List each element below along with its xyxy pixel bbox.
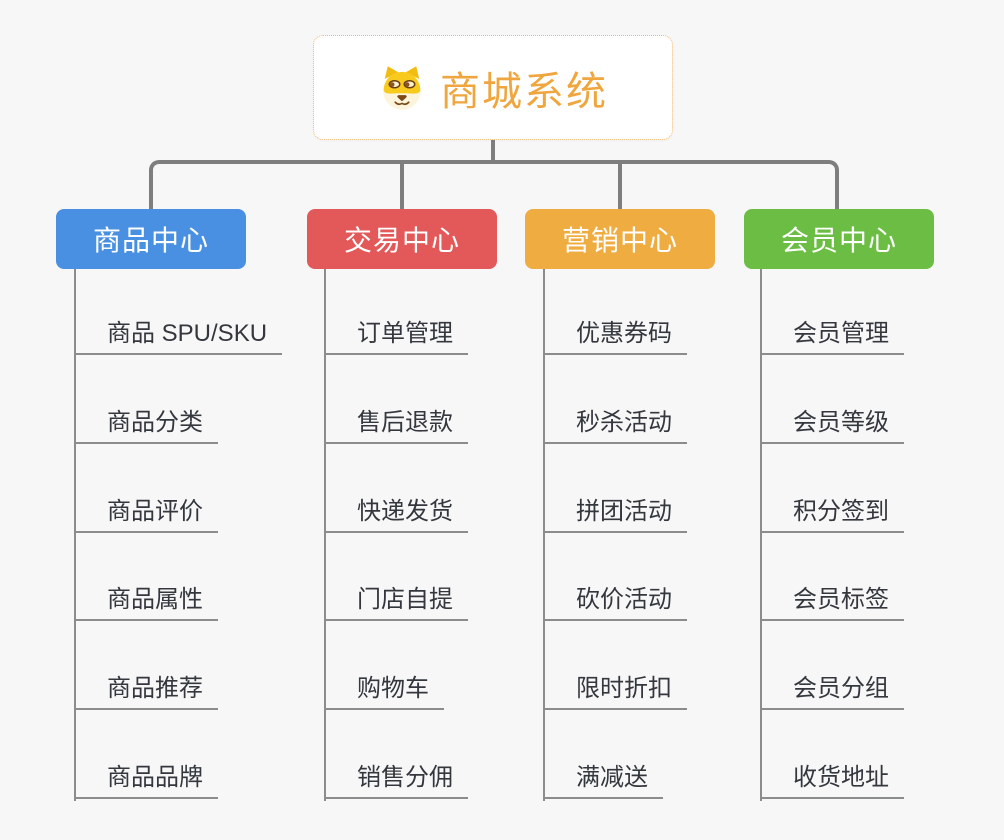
branch-line-trade: [324, 267, 326, 801]
shiba-dog-icon: [383, 65, 421, 110]
leaf-node[interactable]: 快递发货: [325, 489, 468, 533]
branch-node-marketing-center[interactable]: 营销中心: [525, 209, 715, 269]
connector-drop-marketing: [618, 162, 622, 210]
leaf-node[interactable]: 订单管理: [325, 311, 468, 355]
leaf-node[interactable]: 会员等级: [761, 400, 904, 444]
leaf-node[interactable]: 商品属性: [75, 577, 218, 621]
leaf-node[interactable]: 满减送: [544, 755, 663, 799]
branch-line-marketing: [543, 267, 545, 801]
leaf-node[interactable]: 门店自提: [325, 577, 468, 621]
leaf-node[interactable]: 销售分佣: [325, 755, 468, 799]
branch-line-member: [760, 267, 762, 801]
leaf-node[interactable]: 购物车: [325, 666, 444, 710]
branch-node-product-center[interactable]: 商品中心: [56, 209, 246, 269]
leaf-node[interactable]: 会员管理: [761, 311, 904, 355]
leaf-node[interactable]: 商品推荐: [75, 666, 218, 710]
leaf-node[interactable]: 商品 SPU/SKU: [75, 311, 283, 355]
leaf-node[interactable]: 会员标签: [761, 577, 904, 621]
connector-root-stub: [491, 138, 495, 163]
leaf-node[interactable]: 售后退款: [325, 400, 468, 444]
connector-trunk: [149, 160, 839, 210]
root-title: 商城系统: [440, 69, 608, 114]
connector-drop-trade: [400, 162, 404, 210]
leaf-node[interactable]: 商品评价: [75, 489, 218, 533]
leaf-node[interactable]: 拼团活动: [544, 489, 687, 533]
branch-node-member-center[interactable]: 会员中心: [744, 209, 934, 269]
leaf-node[interactable]: 积分签到: [761, 489, 904, 533]
root-node[interactable]: 商城系统: [313, 35, 673, 140]
leaf-node[interactable]: 优惠券码: [544, 311, 687, 355]
leaf-node[interactable]: 会员分组: [761, 666, 904, 710]
leaf-node[interactable]: 收货地址: [761, 755, 904, 799]
leaf-node[interactable]: 砍价活动: [544, 577, 687, 621]
leaf-node[interactable]: 商品品牌: [75, 755, 218, 799]
branch-line-product: [74, 267, 76, 801]
leaf-node[interactable]: 限时折扣: [544, 666, 687, 710]
leaf-node[interactable]: 商品分类: [75, 400, 218, 444]
branch-node-trade-center[interactable]: 交易中心: [307, 209, 497, 269]
leaf-node[interactable]: 秒杀活动: [544, 400, 687, 444]
